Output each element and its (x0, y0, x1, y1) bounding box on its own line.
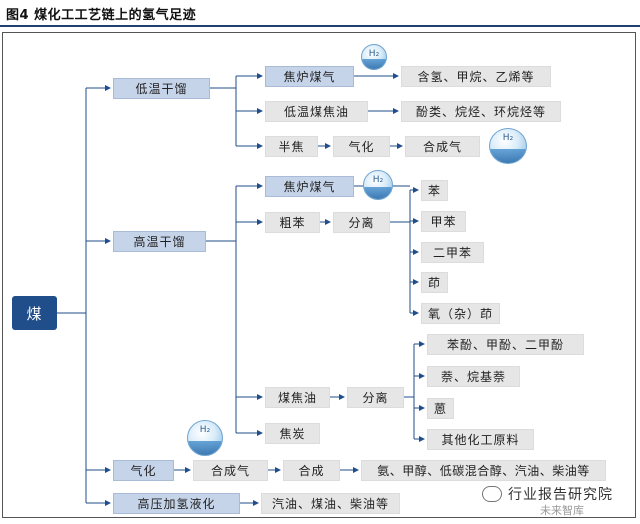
coal-tar: 煤焦油 (265, 387, 330, 408)
high-coke-oven-gas: 焦炉煤气 (265, 176, 354, 197)
product-anthracene: 蒽 (427, 398, 454, 419)
hydrogen-icon: H₂ (361, 44, 387, 70)
wechat-icon (482, 486, 502, 502)
watermark-secondary: 未来智库 (540, 504, 584, 517)
low-tar-products: 酚类、烷烃、环烷烃等 (401, 101, 561, 122)
separation-2: 分离 (347, 387, 404, 408)
liq-products: 汽油、煤油、柴油等 (261, 493, 400, 514)
separation-1: 分离 (333, 212, 390, 233)
gas-products: 氨、甲醇、低碳混合醇、汽油、柴油等 (361, 460, 606, 481)
branch-high-temp-carbonization: 高温干馏 (113, 231, 206, 252)
branch-gasification: 气化 (113, 460, 174, 481)
product-other-chemicals: 其他化工原料 (427, 429, 534, 450)
gas-synthesis: 合成 (283, 460, 340, 481)
semi-syngas: 合成气 (405, 136, 480, 157)
watermark: 行业报告研究院 (482, 484, 613, 504)
low-coke-gas-products: 含氢、甲烷、乙烯等 (401, 66, 551, 87)
title-rule (0, 25, 640, 27)
product-xylene: 二甲苯 (421, 242, 484, 263)
figure-frame (2, 32, 636, 518)
hydrogen-icon: H₂ (187, 420, 223, 456)
product-phenols: 苯酚、甲酚、二甲酚 (427, 334, 584, 355)
coke: 焦炭 (265, 423, 320, 444)
product-naphthalene: 萘、烷基萘 (427, 366, 520, 387)
product-benzene: 苯 (421, 180, 448, 201)
semi-coke-gasification: 气化 (333, 136, 390, 157)
low-coke-oven-gas: 焦炉煤气 (265, 66, 354, 87)
hydrogen-icon: H₂ (363, 170, 393, 200)
product-indene: 茚 (421, 272, 448, 293)
low-temp-tar: 低温煤焦油 (265, 101, 368, 122)
figure-title: 图4 煤化工工艺链上的氢气足迹 (6, 8, 197, 23)
semi-coke: 半焦 (265, 136, 318, 157)
product-hetero-indene: 氧（杂）茚 (421, 303, 500, 324)
product-toluene: 甲苯 (421, 211, 466, 232)
root-coal: 煤 (12, 296, 57, 330)
hydrogen-icon: H₂ (489, 128, 527, 164)
gas-syngas: 合成气 (193, 460, 268, 481)
crude-benzene: 粗苯 (265, 212, 320, 233)
watermark-text: 行业报告研究院 (508, 487, 613, 503)
branch-hydro-liquefaction: 高压加氢液化 (113, 493, 240, 514)
branch-low-temp-carbonization: 低温干馏 (113, 78, 210, 99)
